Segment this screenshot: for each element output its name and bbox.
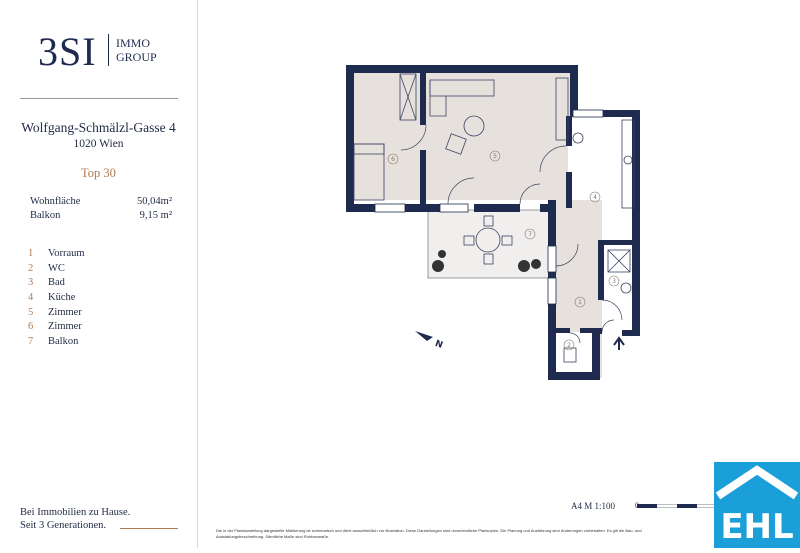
legend-item: 3 Bad [28, 277, 65, 288]
legend-item: 2 WC [28, 263, 65, 274]
room-number-6: 6 [391, 156, 395, 163]
legend-number: 4 [28, 292, 34, 303]
unit-label: Top 30 [81, 166, 116, 180]
legend-item: 5 Zimmer [28, 307, 82, 318]
area-label: Balkon [30, 210, 61, 221]
legend-number: 3 [28, 277, 34, 288]
legend-name: Zimmer [48, 321, 82, 332]
room-number-1: 1 [578, 299, 582, 306]
divider-line [20, 98, 178, 99]
north-label: N [434, 339, 445, 351]
north-arrow: N [413, 325, 453, 353]
room-number-7: 7 [528, 231, 532, 238]
logo-sub-text: IMMO GROUP [116, 36, 157, 64]
north-arrow-icon [415, 331, 433, 341]
ehl-logo: EHL [714, 462, 800, 548]
legend-item: 1 Vorraum [28, 248, 85, 259]
room-fill-main [352, 70, 578, 200]
room-number-5: 5 [493, 153, 497, 160]
room-number-circles [387, 150, 620, 351]
room-number-2: 2 [567, 342, 571, 349]
windows [374, 109, 604, 305]
legend-number: 5 [28, 307, 34, 318]
doors [400, 124, 623, 344]
legend-item: 6 Zimmer [28, 321, 82, 332]
ehl-logo-background [714, 462, 800, 548]
floor-plan: 1 2 3 4 5 6 7 [340, 60, 650, 385]
slogan-line-2: Seit 3 Generationen. [20, 520, 107, 531]
legend-name: Balkon [48, 336, 79, 347]
balcony-plants [432, 250, 541, 272]
area-value: 50,04m² [137, 196, 172, 207]
logo-sub-line-1: IMMO [116, 36, 151, 50]
brand-logo: 3SI IMMO GROUP [38, 30, 168, 74]
legend-name: Bad [48, 277, 65, 288]
ehl-roof-icon [715, 465, 799, 500]
room-number-3: 3 [612, 278, 616, 285]
room-number-4: 4 [593, 194, 597, 201]
slogan: Bei Immobilien zu Hause. Seit 3 Generati… [20, 506, 130, 532]
furniture [353, 73, 635, 363]
area-value: 9,15 m² [139, 210, 172, 221]
legend-number: 7 [28, 336, 34, 347]
floor-plan-drawing: 1 2 3 4 5 6 7 [346, 65, 640, 380]
slogan-line-1: Bei Immobilien zu Hause. [20, 507, 131, 518]
info-sidebar: 3SI IMMO GROUP Wolfgang-Schmälzl-Gasse 4… [0, 0, 198, 548]
legend-item: 4 Küche [28, 292, 75, 303]
disclaimer-text: Die in der Planidarstellung dargestellte… [216, 528, 642, 539]
property-street: Wolfgang-Schmälzl-Gasse 4 [21, 120, 176, 135]
entrance-arrow [613, 336, 625, 350]
room-numbers: 1 2 3 4 5 6 7 [391, 153, 616, 349]
area-label: Wohnfläche [30, 196, 81, 207]
area-row-living: Wohnfläche 50,04m² [30, 196, 172, 207]
property-city: 1020 Wien [73, 138, 124, 150]
legend-number: 6 [28, 321, 34, 332]
legend-name: Küche [48, 292, 76, 303]
area-row-balcony: Balkon 9,15 m² [30, 210, 172, 221]
legend-number: 2 [28, 263, 34, 274]
scale-bar [636, 495, 718, 509]
logo-sub-line-2: GROUP [116, 50, 157, 64]
slogan-underline [120, 528, 178, 529]
legend-item: 7 Balkon [28, 336, 78, 347]
logo-divider [108, 34, 109, 66]
scale-text: A4 M 1:100 [571, 501, 616, 511]
legend-number: 1 [28, 248, 34, 259]
scale-zero: 0 [635, 501, 639, 510]
legend-name: Vorraum [48, 248, 85, 259]
logo-main-text: 3SI [38, 29, 97, 74]
legend-name: Zimmer [48, 307, 82, 318]
legend-name: WC [48, 263, 65, 274]
ehl-logo-text: EHL [720, 507, 793, 547]
